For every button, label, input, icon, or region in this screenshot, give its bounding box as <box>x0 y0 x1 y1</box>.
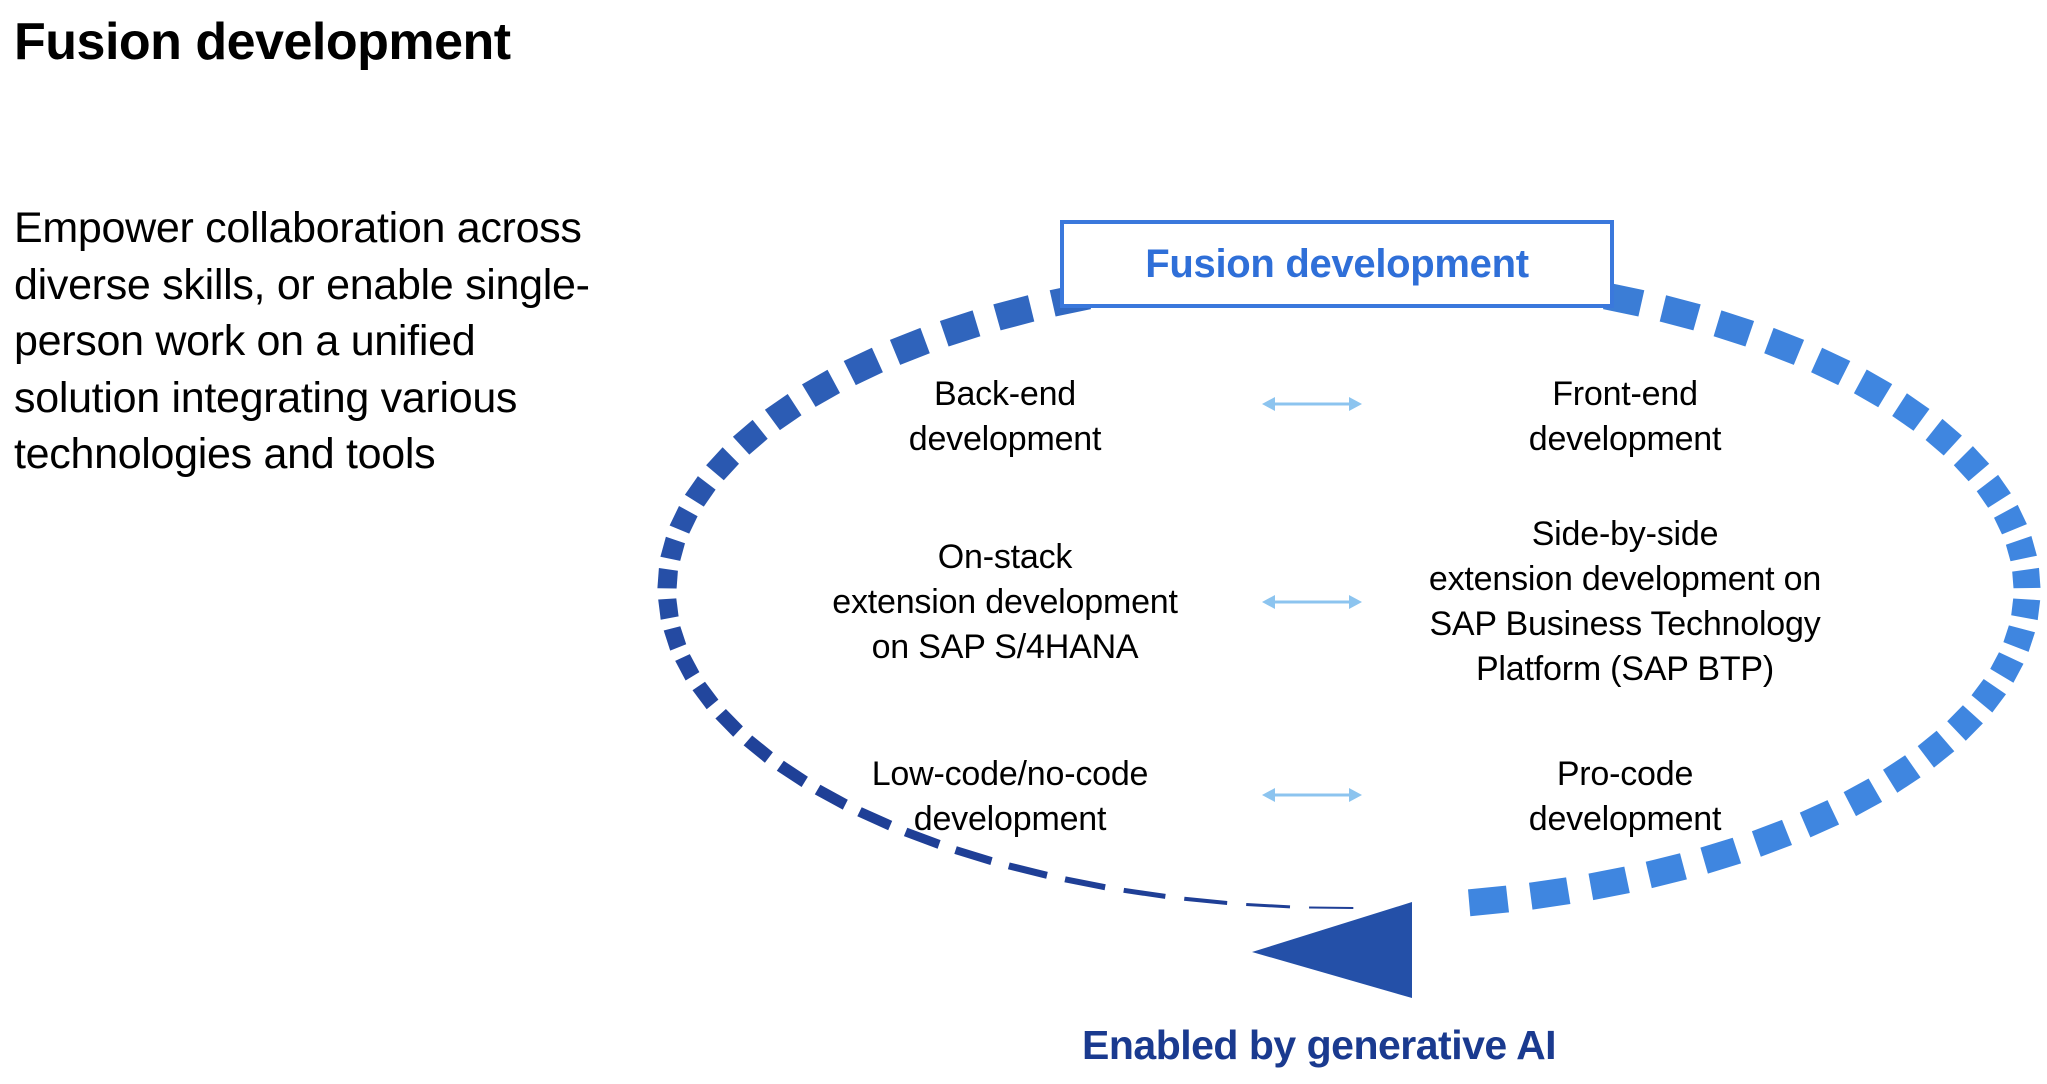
center-box: Fusion development <box>1060 220 1614 308</box>
cycle-dash <box>1246 903 1291 909</box>
description-line: person work on a unified <box>14 317 476 365</box>
cycle-dash <box>1764 327 1805 365</box>
cycle-dash <box>1751 819 1792 857</box>
node-line: Pro-code <box>1556 755 1694 793</box>
cycle-dash <box>889 327 930 365</box>
cycle-dash <box>1468 885 1509 917</box>
cycle-dash <box>2005 536 2037 562</box>
node-line: Low-code/no-code <box>871 755 1149 793</box>
double-arrow-icon <box>1262 397 1362 411</box>
description: Empower collaboration across diverse ski… <box>14 200 694 483</box>
cycle-dash <box>732 419 768 455</box>
node-line: on SAP S/4HANA <box>871 628 1139 666</box>
cycle-dash <box>660 536 685 561</box>
cycle-dash <box>1892 393 1930 431</box>
cycle-dash <box>802 369 840 407</box>
description-line: diverse skills, or enable single- <box>14 260 590 309</box>
cycle-dash <box>1917 730 1955 768</box>
connector-head-left <box>1262 595 1275 609</box>
cycle-dash <box>2003 625 2035 652</box>
cycle-dash <box>1990 652 2024 683</box>
arrowhead-icon <box>1252 902 1412 998</box>
cycle-dash <box>1843 778 1883 817</box>
node-line: extension development on <box>1428 560 1822 598</box>
description-line: Empower collaboration across <box>14 204 582 252</box>
cycle-dash <box>1811 347 1851 386</box>
node-line: On-stack <box>937 538 1073 576</box>
cycle-dash <box>814 784 848 810</box>
cycle-dash <box>1309 906 1354 909</box>
connector-head-right <box>1349 595 1362 609</box>
cycle-dash <box>1064 876 1106 891</box>
cycle-dash <box>1659 295 1701 331</box>
double-arrow-icon <box>1262 788 1362 802</box>
cycle-dash <box>1123 887 1166 899</box>
cycle-dash <box>776 760 808 787</box>
connector-head-left <box>1262 397 1275 411</box>
cycle-dash <box>706 447 739 481</box>
node-line: extension development <box>832 583 1178 621</box>
cycle-dash <box>954 846 993 865</box>
cycle-dash <box>692 681 719 710</box>
node-line: development <box>908 420 1102 458</box>
node-pro-code: Pro-code development <box>1475 752 1775 842</box>
node-side-by-side: Side-by-side extension development on SA… <box>1395 512 1855 692</box>
cycle-dash <box>1007 862 1048 879</box>
cycle-dash <box>993 295 1035 331</box>
cycle-dash <box>1994 504 2027 535</box>
node-backend: Back-end development <box>855 372 1155 462</box>
cycle-dash <box>1953 446 1990 482</box>
node-line: development <box>1528 420 1722 458</box>
node-line: Back-end <box>933 375 1077 413</box>
node-line: development <box>913 800 1107 838</box>
cycle-dash <box>663 626 687 651</box>
connector-head-left <box>1262 788 1275 802</box>
cycle-dash <box>657 568 678 589</box>
cycle-dash <box>1853 369 1893 408</box>
node-low-code: Low-code/no-code development <box>840 752 1180 842</box>
description-line: solution integrating various <box>14 373 518 422</box>
cycle-dash <box>1184 896 1228 905</box>
node-frontend: Front-end development <box>1475 372 1775 462</box>
node-on-stack: On-stack extension development on SAP S/… <box>790 535 1220 670</box>
cycle-dash <box>1883 755 1921 793</box>
cycle-dash <box>1799 800 1840 838</box>
cycle-dash <box>1947 705 1983 741</box>
center-box-title: Fusion development <box>1145 241 1529 286</box>
cycle-dash <box>857 807 893 831</box>
cycle-dash <box>1700 837 1742 874</box>
description-line: technologies and tools <box>14 430 436 478</box>
node-line: Front-end <box>1552 375 1698 413</box>
cycle-dash <box>2011 598 2041 621</box>
cycle-dash <box>1925 418 1962 456</box>
cycle-dash <box>1713 310 1755 347</box>
cycle-dash <box>715 709 743 737</box>
node-line: Side-by-side <box>1531 515 1719 553</box>
connector-head-right <box>1349 397 1362 411</box>
cycle-dash <box>939 310 981 347</box>
node-line: SAP Business Technology <box>1429 605 1821 643</box>
cycle-dash <box>843 347 883 386</box>
double-arrow-icon <box>1262 595 1362 609</box>
cycle-dash <box>1971 679 2006 713</box>
cycle-dash <box>1976 474 2011 508</box>
cycle-dash <box>675 654 700 681</box>
cycle-dash <box>2012 567 2041 589</box>
node-line: development <box>1528 800 1722 838</box>
footer-label: Enabled by generative AI <box>1082 1022 1557 1068</box>
cycle-dash <box>1588 866 1630 901</box>
node-line: Platform (SAP BTP) <box>1475 650 1775 688</box>
cycle-dash <box>669 506 698 534</box>
cycle-dash <box>1529 877 1571 910</box>
page-title: Fusion development <box>14 13 511 71</box>
cycle-dash <box>743 735 773 763</box>
cycle-dash <box>764 394 802 431</box>
cycle-dash <box>658 598 679 620</box>
cycle-dash <box>903 827 941 849</box>
cycle-dash <box>1645 853 1687 889</box>
cycle-dash <box>684 476 716 507</box>
connector-head-right <box>1349 788 1362 802</box>
